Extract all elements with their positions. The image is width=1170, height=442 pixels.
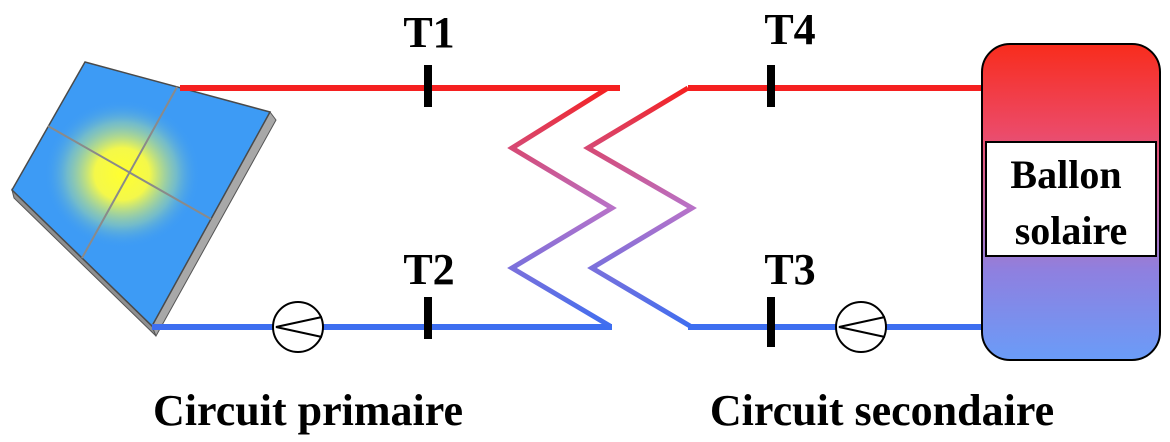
storage-tank: Ballon solaire xyxy=(981,43,1161,361)
pump-icon xyxy=(835,301,887,353)
sensor-t1-label: T1 xyxy=(403,8,454,57)
pump-icon xyxy=(272,301,324,353)
tank-label-line1: Ballon xyxy=(1010,152,1121,197)
secondary-circuit-label: Circuit secondaire xyxy=(710,386,1054,435)
sensor-t2-marker xyxy=(424,297,432,339)
primary-circuit-label: Circuit primaire xyxy=(153,386,463,435)
sun-icon xyxy=(44,100,200,248)
sensor-t4-label: T4 xyxy=(764,5,815,54)
sensor-t1-marker xyxy=(424,65,432,107)
tank-label-line2: solaire xyxy=(1015,208,1128,253)
sensor-t3-marker xyxy=(767,297,775,347)
solar-panel-icon xyxy=(11,61,277,338)
sensor-t4-marker xyxy=(767,65,775,107)
heat-exchanger-icon xyxy=(507,85,697,329)
sensor-t3-label: T3 xyxy=(764,245,815,294)
sensor-t2-label: T2 xyxy=(403,245,454,294)
